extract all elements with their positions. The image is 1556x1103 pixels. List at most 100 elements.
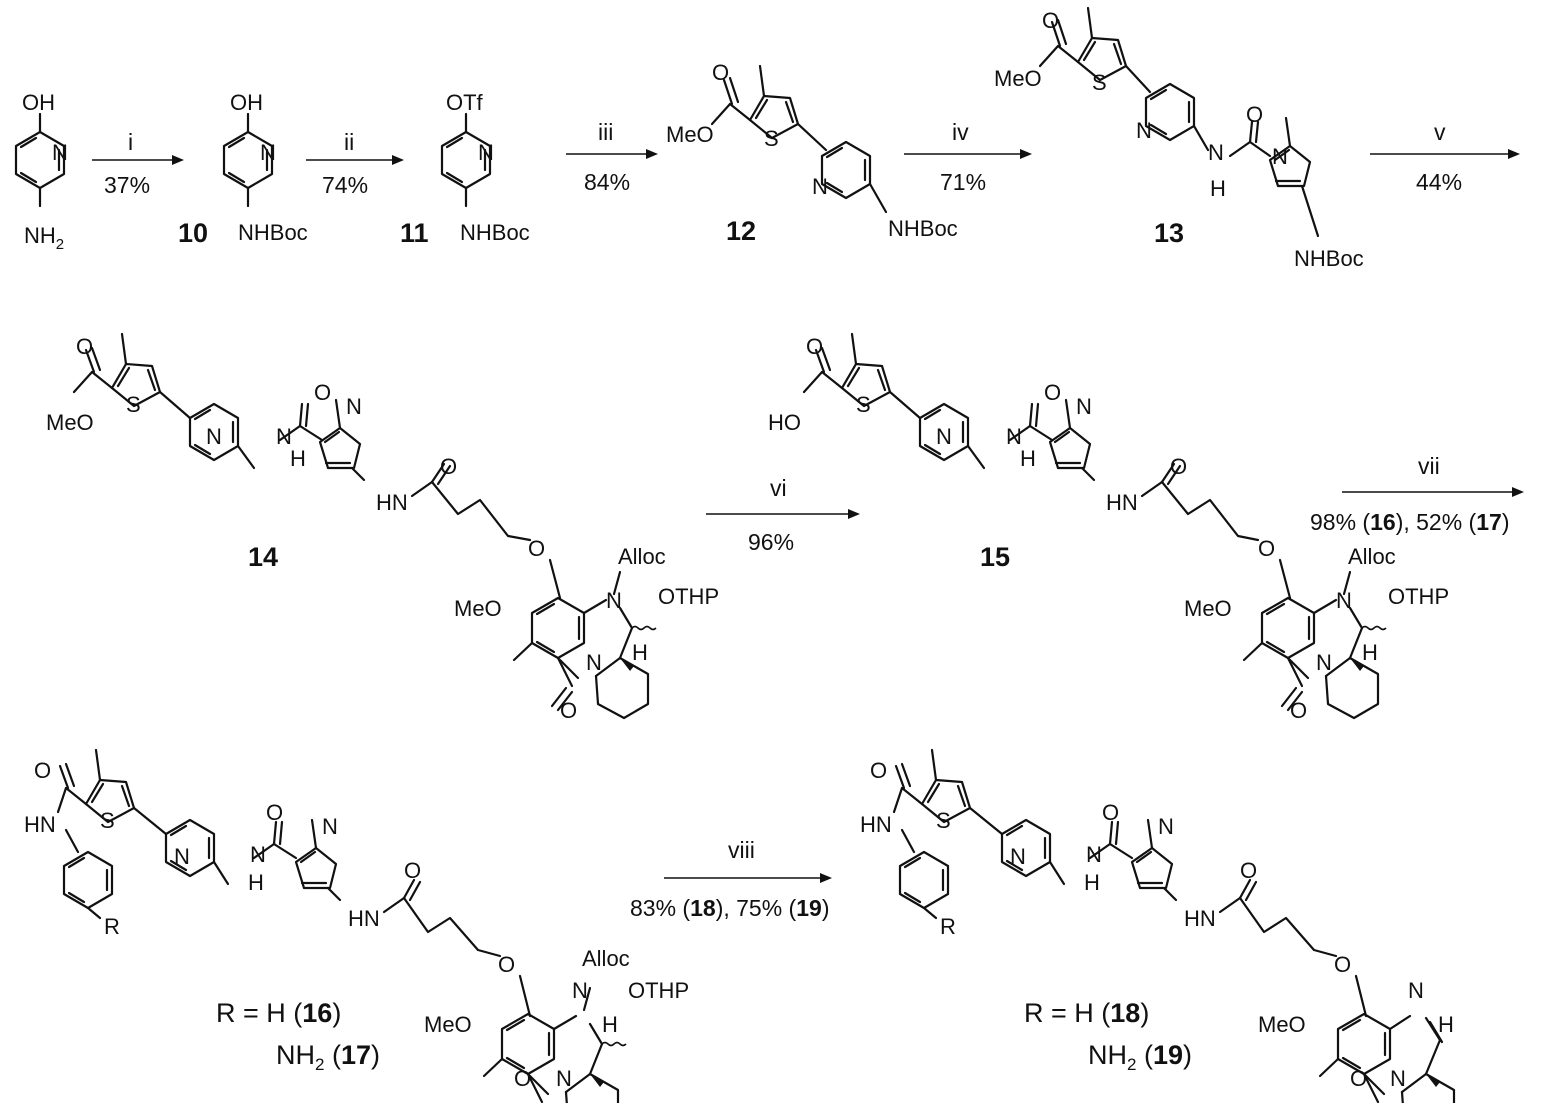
atom-oether-18: O xyxy=(1334,952,1351,977)
atom-h2-14: H xyxy=(632,640,648,665)
atom-o-14: O xyxy=(76,334,93,359)
atom-npy-16: N xyxy=(322,814,338,839)
step-i-label: i xyxy=(128,129,133,155)
step-iv-label: iv xyxy=(952,119,969,145)
atom-meo-13: MeO xyxy=(994,66,1042,91)
arrow-step-vi xyxy=(706,509,860,519)
atom-o4-18: O xyxy=(1350,1066,1367,1091)
atom-nh-13: N xyxy=(1208,140,1224,165)
step-vi-yield: 96% xyxy=(748,529,794,555)
atom-ho-15: HO xyxy=(768,410,801,435)
compound-18-19 xyxy=(892,748,1456,1103)
atom-n2-16: N xyxy=(556,1066,572,1091)
atom-r-16: R xyxy=(104,914,120,939)
atom-oh: OH xyxy=(22,90,55,115)
arrow-step-i xyxy=(92,155,184,165)
atom-r-18: R xyxy=(940,914,956,939)
step-iv-yield: 71% xyxy=(940,169,986,195)
atom-hn-14: HN xyxy=(376,490,408,515)
label-10: 10 xyxy=(178,218,208,248)
label-14: 14 xyxy=(248,542,278,572)
atom-oether-14: O xyxy=(528,536,545,561)
atom-meo2-16: MeO xyxy=(424,1012,472,1037)
atom-n2-18: N xyxy=(1390,1066,1406,1091)
arrow-step-viii xyxy=(664,873,832,883)
step-viii-label: viii xyxy=(728,837,755,863)
step-ii-yield: 74% xyxy=(322,172,368,198)
atom-o-13: O xyxy=(1042,8,1059,33)
atom-meo2-14: MeO xyxy=(454,596,502,621)
atom-npy-15: N xyxy=(1076,394,1092,419)
step-v-yield: 44% xyxy=(1416,169,1462,195)
atom-o3-14: O xyxy=(440,454,457,479)
atom-s-13: S xyxy=(1092,70,1107,95)
atom-s-15: S xyxy=(856,392,871,417)
step-vii-label: vii xyxy=(1418,453,1440,479)
atom-n-12: N xyxy=(812,174,828,199)
step-iii-yield: 84% xyxy=(584,169,630,195)
atom-o4-14: O xyxy=(560,698,577,723)
atom-h-15: H xyxy=(1020,446,1036,471)
atom-o-12: O xyxy=(712,60,729,85)
label-13: 13 xyxy=(1154,218,1184,248)
atom-othp-16: OTHP xyxy=(628,978,689,1003)
atom-n-16: N xyxy=(174,844,190,869)
atom-meo-14: MeO xyxy=(46,410,94,435)
atom-nh-15: N xyxy=(1006,424,1022,449)
arrow-step-iii xyxy=(566,149,658,159)
arrow-step-iv xyxy=(904,149,1032,159)
atom-n: N xyxy=(52,140,68,165)
atom-npy-14: N xyxy=(346,394,362,419)
atom-o2-18: O xyxy=(1102,800,1119,825)
atom-n-11: N xyxy=(478,140,494,165)
atom-n-14: N xyxy=(206,424,222,449)
compound-11 xyxy=(440,112,492,208)
atom-o2-16: O xyxy=(266,800,283,825)
compound-10 xyxy=(222,112,274,208)
atom-o-16: O xyxy=(34,758,51,783)
atom-othp-15: OTHP xyxy=(1388,584,1449,609)
atom-s-12: S xyxy=(764,126,779,151)
atom-meo2-15: MeO xyxy=(1184,596,1232,621)
atom-h2-16: H xyxy=(602,1012,618,1037)
atom-othp-14: OTHP xyxy=(658,584,719,609)
atom-o3-15: O xyxy=(1170,454,1187,479)
atom-nh-16: N xyxy=(250,842,266,867)
atom-h-18: H xyxy=(1084,870,1100,895)
atom-n-15: N xyxy=(936,424,952,449)
atom-o2-15: O xyxy=(1044,380,1061,405)
atom-oh-10: OH xyxy=(230,90,263,115)
atom-nhboc-10: NHBoc xyxy=(238,220,308,245)
step-iii-label: iii xyxy=(598,119,613,145)
atom-meo-12: MeO xyxy=(666,122,714,147)
compound-14 xyxy=(72,332,658,720)
atom-n1-14: N xyxy=(606,588,622,613)
atom-n-18: N xyxy=(1010,844,1026,869)
arrow-step-ii xyxy=(306,155,404,165)
atom-oether-15: O xyxy=(1258,536,1275,561)
atom-h2-15: H xyxy=(1362,640,1378,665)
atom-o-15: O xyxy=(806,334,823,359)
atom-n1-16: N xyxy=(572,978,588,1003)
atom-otf-11: OTf xyxy=(446,90,484,115)
compound-16-17 xyxy=(56,748,628,1103)
compound-12 xyxy=(710,64,888,214)
atom-h-16: H xyxy=(248,870,264,895)
atom-nh-14: N xyxy=(276,424,292,449)
atom-alloc-15: Alloc xyxy=(1348,544,1396,569)
compound-15 xyxy=(802,332,1388,720)
atom-n2-15: N xyxy=(1316,650,1332,675)
r-def-17: NH2 (17) xyxy=(276,1040,380,1074)
atom-n1-15: N xyxy=(1336,588,1352,613)
atom-nhboc-11: NHBoc xyxy=(460,220,530,245)
atom-o3-18: O xyxy=(1240,858,1257,883)
step-v-label: v xyxy=(1434,119,1446,145)
atom-nhboc-12: NHBoc xyxy=(888,216,958,241)
atom-h-14: H xyxy=(290,446,306,471)
step-vi-label: vi xyxy=(770,475,787,501)
atom-oether-16: O xyxy=(498,952,515,977)
atom-alloc-16: Alloc xyxy=(582,946,630,971)
atom-hn2-16: HN xyxy=(348,906,380,931)
atom-o4-15: O xyxy=(1290,698,1307,723)
atom-o3-16: O xyxy=(404,858,421,883)
